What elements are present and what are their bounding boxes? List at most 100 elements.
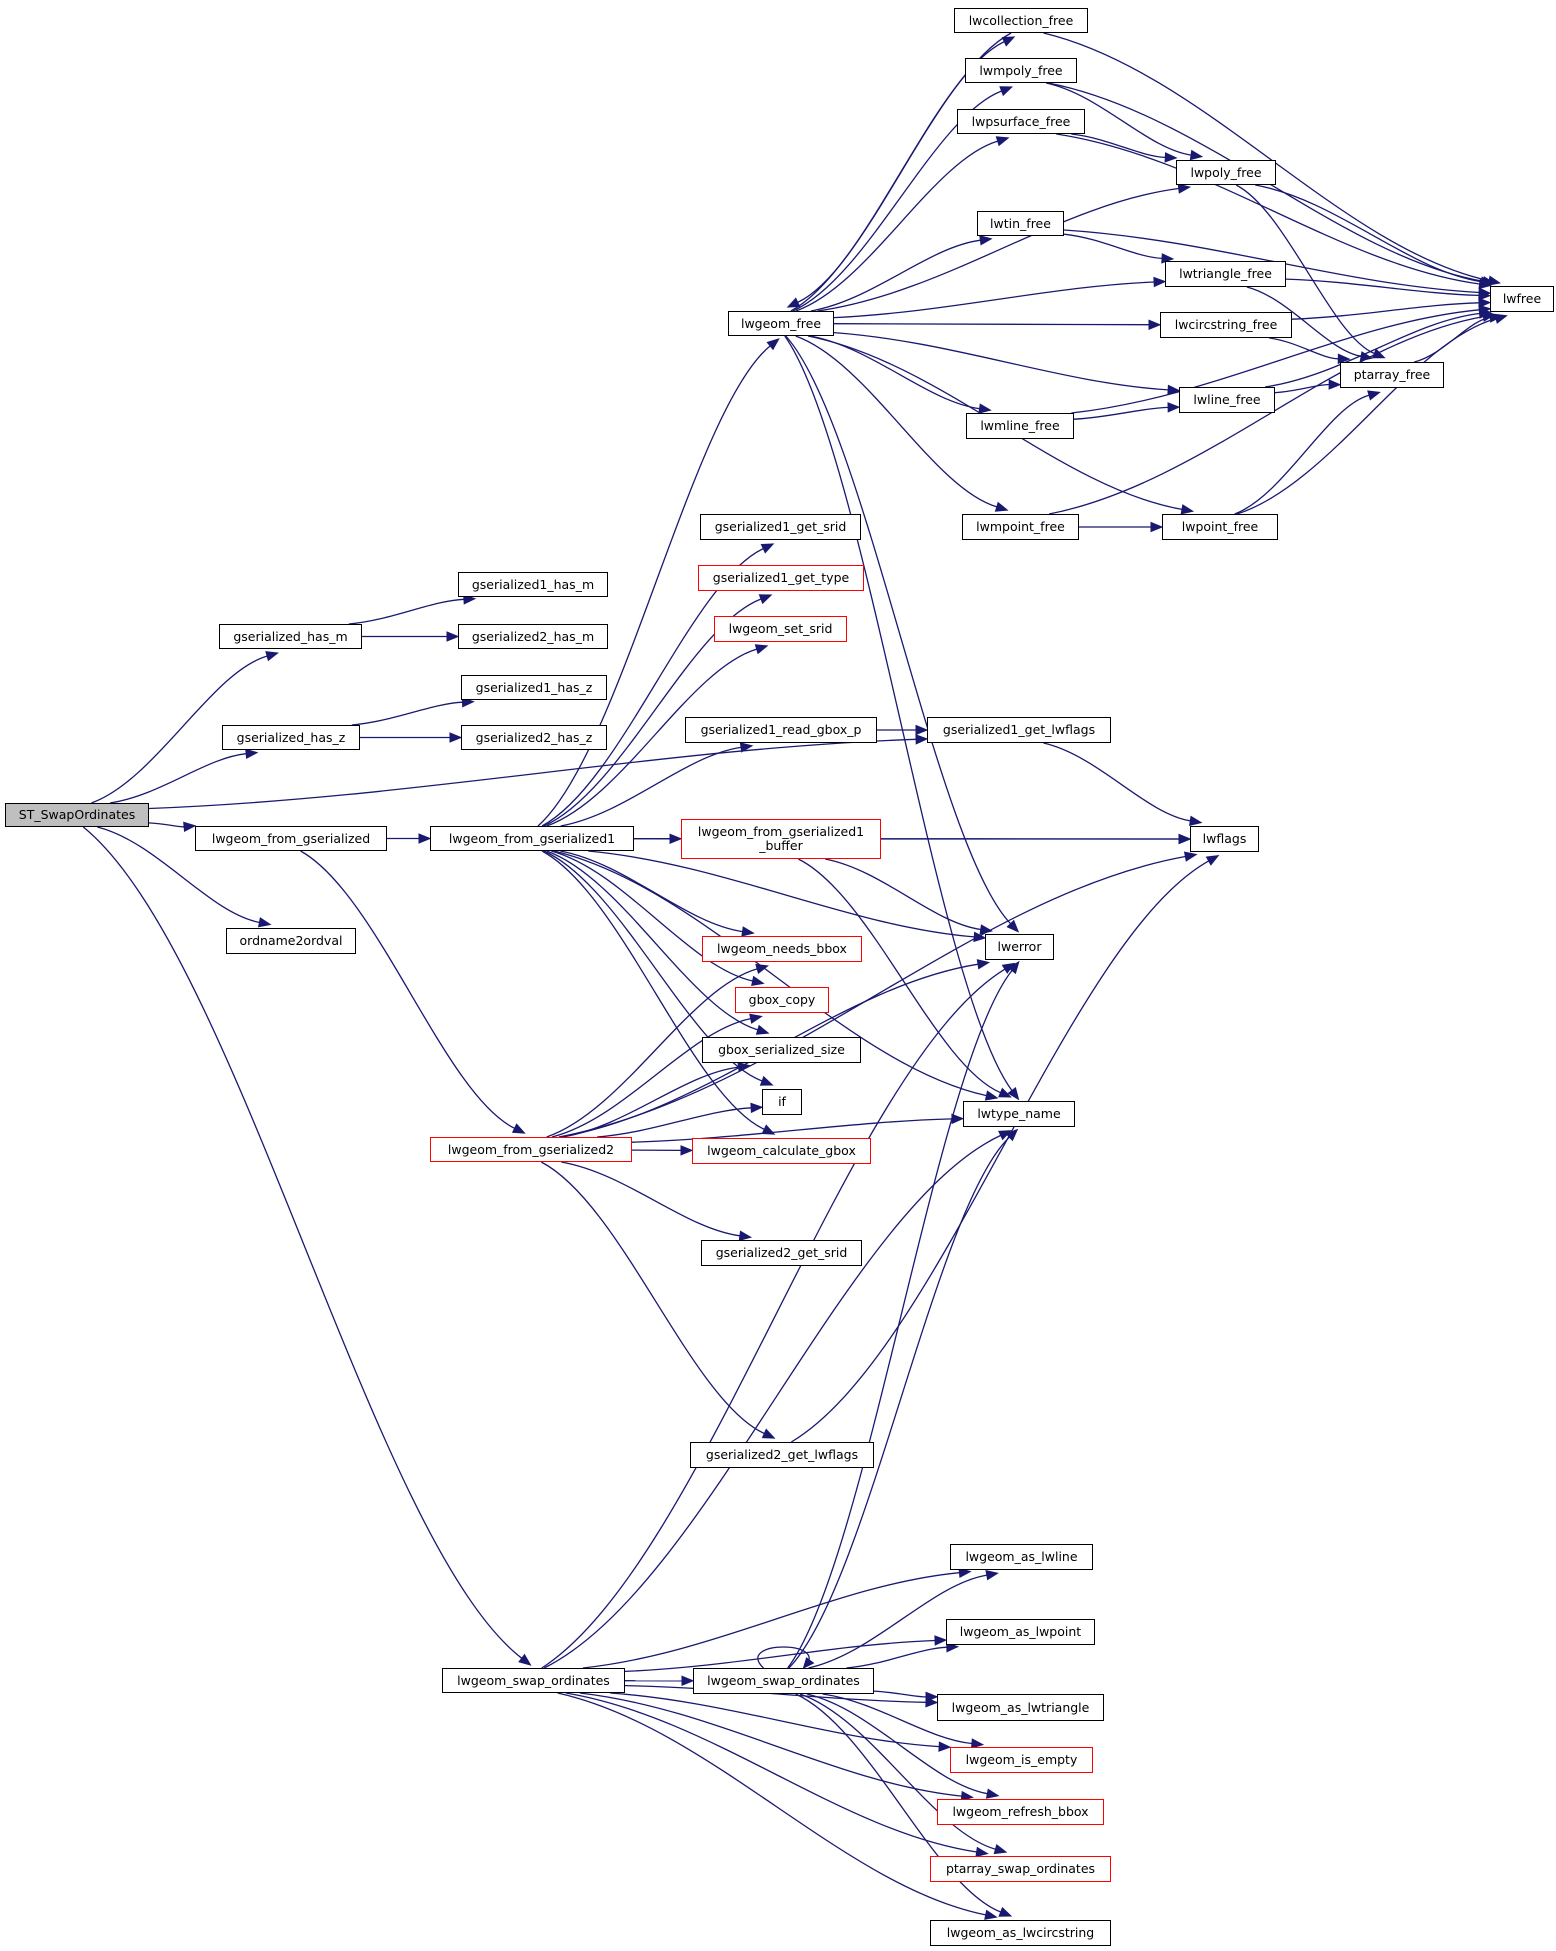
edge-lwcircstring-free-to-lwfree [1291, 297, 1492, 320]
node-ptarray-free[interactable]: ptarray_free [1340, 362, 1444, 388]
node-lwgeom-is-empty[interactable]: lwgeom_is_empty [950, 1747, 1093, 1773]
edge-lwgeom-from-gserialized1-to-lwgeom-set-srid [546, 644, 769, 827]
node-lwmpoint-free[interactable]: lwmpoint_free [962, 514, 1079, 540]
edge-lwgeom-from-gserialized1-to-gbox-copy [551, 850, 765, 987]
node-lwgeom-as-lwpoint[interactable]: lwgeom_as_lwpoint [946, 1619, 1095, 1645]
node-gbox-copy[interactable]: gbox_copy [735, 987, 829, 1013]
edge-gserialized2-get-lwflags-to-lwflags [790, 854, 1220, 1443]
edge-lwpoint-free-to-ptarray-free [1234, 390, 1381, 515]
node-lwtin-free[interactable]: lwtin_free [977, 211, 1064, 236]
edge-lwgeom-from-gserialized2-to-if [597, 1102, 764, 1138]
node-lwgeom-refresh-bbox[interactable]: lwgeom_refresh_bbox [937, 1799, 1104, 1825]
node-gserialized1-get-type[interactable]: gserialized1_get_type [698, 565, 864, 591]
edge-lwgeom-from-gserialized2-to-lwgeom-needs-bbox [546, 963, 769, 1138]
edge-gserialized1-get-lwflags-to-lwflags [1043, 742, 1203, 826]
node-gserialized1-get-lwflags[interactable]: gserialized1_get_lwflags [927, 717, 1111, 743]
edge-lwgeom-swap-ordinates-a-to-lwgeom-swap-ordinates-b [624, 1675, 695, 1687]
node-lwgeom-from-gserialized1[interactable]: lwgeom_from_gserialized1 [430, 826, 634, 851]
edge-lwpsurface-free-to-lwpoly-free [1071, 133, 1178, 163]
edge-lwgeom-from-gserialized2-to-lwflags [558, 851, 1198, 1138]
node-lwgeom-as-lwline[interactable]: lwgeom_as_lwline [950, 1544, 1093, 1570]
node-gserialized-has-m[interactable]: gserialized_has_m [219, 624, 362, 649]
node-lwmline-free[interactable]: lwmline_free [966, 413, 1074, 439]
node-gserialized1-read-gbox-p[interactable]: gserialized1_read_gbox_p [685, 717, 877, 743]
edge-ptarray-free-to-lwfree [1414, 312, 1503, 363]
node-gserialized1-get-srid[interactable]: gserialized1_get_srid [700, 514, 861, 540]
node-lwpoly-free[interactable]: lwpoly_free [1176, 160, 1276, 185]
node-lwerror[interactable]: lwerror [985, 934, 1054, 960]
node-lwgeom-swap-ordinates-outer[interactable]: lwgeom_swap_ordinates [442, 1668, 625, 1693]
edge-lwmpoly-free-to-lwpoly-free [1045, 82, 1204, 161]
edge-lwgeom-from-gserialized2-to-lwgeom-calculate-gbox [631, 1145, 694, 1156]
edge-lwgeom-swap-ordinates-b-to-lwgeom-swap-ordinates-b [757, 1646, 815, 1669]
edge-gserialized1-read-gbox-p-to-gserialized1-get-lwflags [877, 724, 929, 736]
node-lwgeom-from-gserialized[interactable]: lwgeom_from_gserialized [195, 826, 387, 851]
node-gbox-serialized-size[interactable]: gbox_serialized_size [702, 1037, 861, 1063]
edge-lwgeom-from-gserialized1-buffer-to-lwflags [881, 833, 1192, 845]
edge-lwgeom-swap-ordinates-b-to-lwtype-name [788, 1128, 1019, 1669]
edge-lwmline-free-to-lwline-free [1073, 402, 1181, 420]
edge-lwgeom-from-gserialized2-to-gserialized2-get-srid [561, 1161, 753, 1241]
node-gserialized2-has-m[interactable]: gserialized2_has_m [458, 624, 608, 649]
edge-lwmline-free-to-lwfree [1071, 304, 1492, 414]
node-lwgeom-set-srid[interactable]: lwgeom_set_srid [714, 616, 847, 642]
edge-lwgeom-from-gserialized1-to-lwerror [588, 850, 987, 943]
node-lwline-free[interactable]: lwline_free [1179, 387, 1275, 413]
node-gserialized1-has-m[interactable]: gserialized1_has_m [458, 572, 608, 597]
node-lwgeom-swap-ordinates-inner[interactable]: lwgeom_swap_ordinates [693, 1668, 874, 1694]
edge-lwgeom-free-to-lwmpoly-free [792, 86, 1014, 312]
edge-lwgeom-swap-ordinates-a-to-lwgeom-refresh-bbox [579, 1692, 975, 1802]
edge-lwgeom-from-gserialized-to-lwgeom-from-gserialized1 [386, 833, 432, 844]
edge-lwgeom-swap-ordinates-a-to-lwgeom-as-lwpoint [624, 1635, 948, 1673]
edge-lwgeom-swap-ordinates-b-to-lwgeom-as-lwtriangle [873, 1690, 939, 1703]
edge-lwgeom-from-gserialized1-buffer-to-lwtype-name [798, 858, 1012, 1098]
edge-lwgeom-swap-ordinates-b-to-lwgeom-refresh-bbox [806, 1693, 1000, 1799]
edge-lwpoint-free-to-lwfree [1236, 313, 1508, 515]
node-if[interactable]: if [762, 1089, 802, 1115]
node-lwcircstring-free[interactable]: lwcircstring_free [1160, 312, 1292, 338]
edge-lwgeom-swap-ordinates-b-to-lwgeom-as-lwcircstring [795, 1693, 1013, 1917]
node-lwgeom-free[interactable]: lwgeom_free [728, 311, 834, 336]
edge-st-swapordinates-to-gserialized-has-m [91, 651, 279, 804]
edge-lwgeom-free-to-lwerror [785, 335, 1020, 933]
node-lwgeom-needs-bbox[interactable]: lwgeom_needs_bbox [702, 936, 862, 962]
node-lwpsurface-free[interactable]: lwpsurface_free [957, 109, 1085, 134]
edge-lwgeom-from-gserialized1-to-gbox-serialized-size [546, 850, 770, 1035]
edge-st-swapordinates-to-ordname2ordval [97, 826, 272, 928]
edge-lwgeom-from-gserialized1-to-lwtype-name [553, 850, 999, 1101]
node-gserialized2-has-z[interactable]: gserialized2_has_z [461, 725, 607, 750]
node-gserialized2-get-lwflags[interactable]: gserialized2_get_lwflags [690, 1442, 874, 1468]
node-lwcollection-free[interactable]: lwcollection_free [954, 8, 1088, 33]
node-ptarray-swap-ordinates[interactable]: ptarray_swap_ordinates [930, 1856, 1111, 1882]
node-ordname2ordval[interactable]: ordname2ordval [226, 928, 356, 954]
node-lwmpoly-free[interactable]: lwmpoly_free [965, 58, 1077, 83]
node-lwtriangle-free[interactable]: lwtriangle_free [1165, 261, 1286, 287]
node-lwgeom-from-gserialized1-buffer[interactable]: lwgeom_from_gserialized1 _buffer [681, 819, 881, 859]
node-lwgeom-as-lwtriangle[interactable]: lwgeom_as_lwtriangle [937, 1694, 1104, 1721]
node-gserialized-has-z[interactable]: gserialized_has_z [222, 725, 360, 750]
node-gserialized1-has-z[interactable]: gserialized1_has_z [461, 675, 607, 700]
node-lwtype-name[interactable]: lwtype_name [963, 1101, 1075, 1127]
node-lwfree[interactable]: lwfree [1490, 286, 1554, 312]
edge-lwpoly-free-to-lwfree [1255, 184, 1494, 287]
node-gserialized2-get-srid[interactable]: gserialized2_get_srid [701, 1240, 862, 1266]
node-lwflags[interactable]: lwflags [1190, 826, 1259, 852]
edge-lwtin-free-to-lwtriangle-free [1063, 233, 1175, 264]
edge-lwcollection-free-to-lwgeom-free [786, 32, 1012, 308]
edge-lwgeom-from-gserialized1-to-lwgeom-needs-bbox [560, 850, 755, 937]
edge-lwgeom-swap-ordinates-a-to-lwtype-name [543, 1130, 1012, 1669]
node-lwgeom-as-lwcircstring[interactable]: lwgeom_as_lwcircstring [930, 1920, 1111, 1946]
edge-lwcircstring-free-to-ptarray-free [1269, 337, 1351, 365]
edge-lwgeom-free-to-lwline-free [833, 331, 1181, 396]
edge-lwgeom-swap-ordinates-a-to-lwerror [541, 962, 1016, 1669]
edge-st-swapordinates-to-lwgeom-swap-ordinates-a [82, 826, 532, 1666]
node-lwgeom-calculate-gbox[interactable]: lwgeom_calculate_gbox [692, 1138, 871, 1164]
edge-lwline-free-to-ptarray-free [1274, 379, 1342, 394]
node-lwpoint-free[interactable]: lwpoint_free [1162, 514, 1278, 540]
edge-lwgeom-swap-ordinates-a-to-ptarray-swap-ordinates [565, 1692, 989, 1858]
edge-gserialized-has-m-to-gserialized2-has-m [362, 631, 460, 642]
edge-st-swapordinates-to-lwgeom-from-gserialized [148, 821, 197, 832]
node-lwgeom-from-gserialized2[interactable]: lwgeom_from_gserialized2 [430, 1137, 632, 1162]
edge-st-swapordinates-to-gserialized1-get-lwflags [148, 734, 929, 810]
